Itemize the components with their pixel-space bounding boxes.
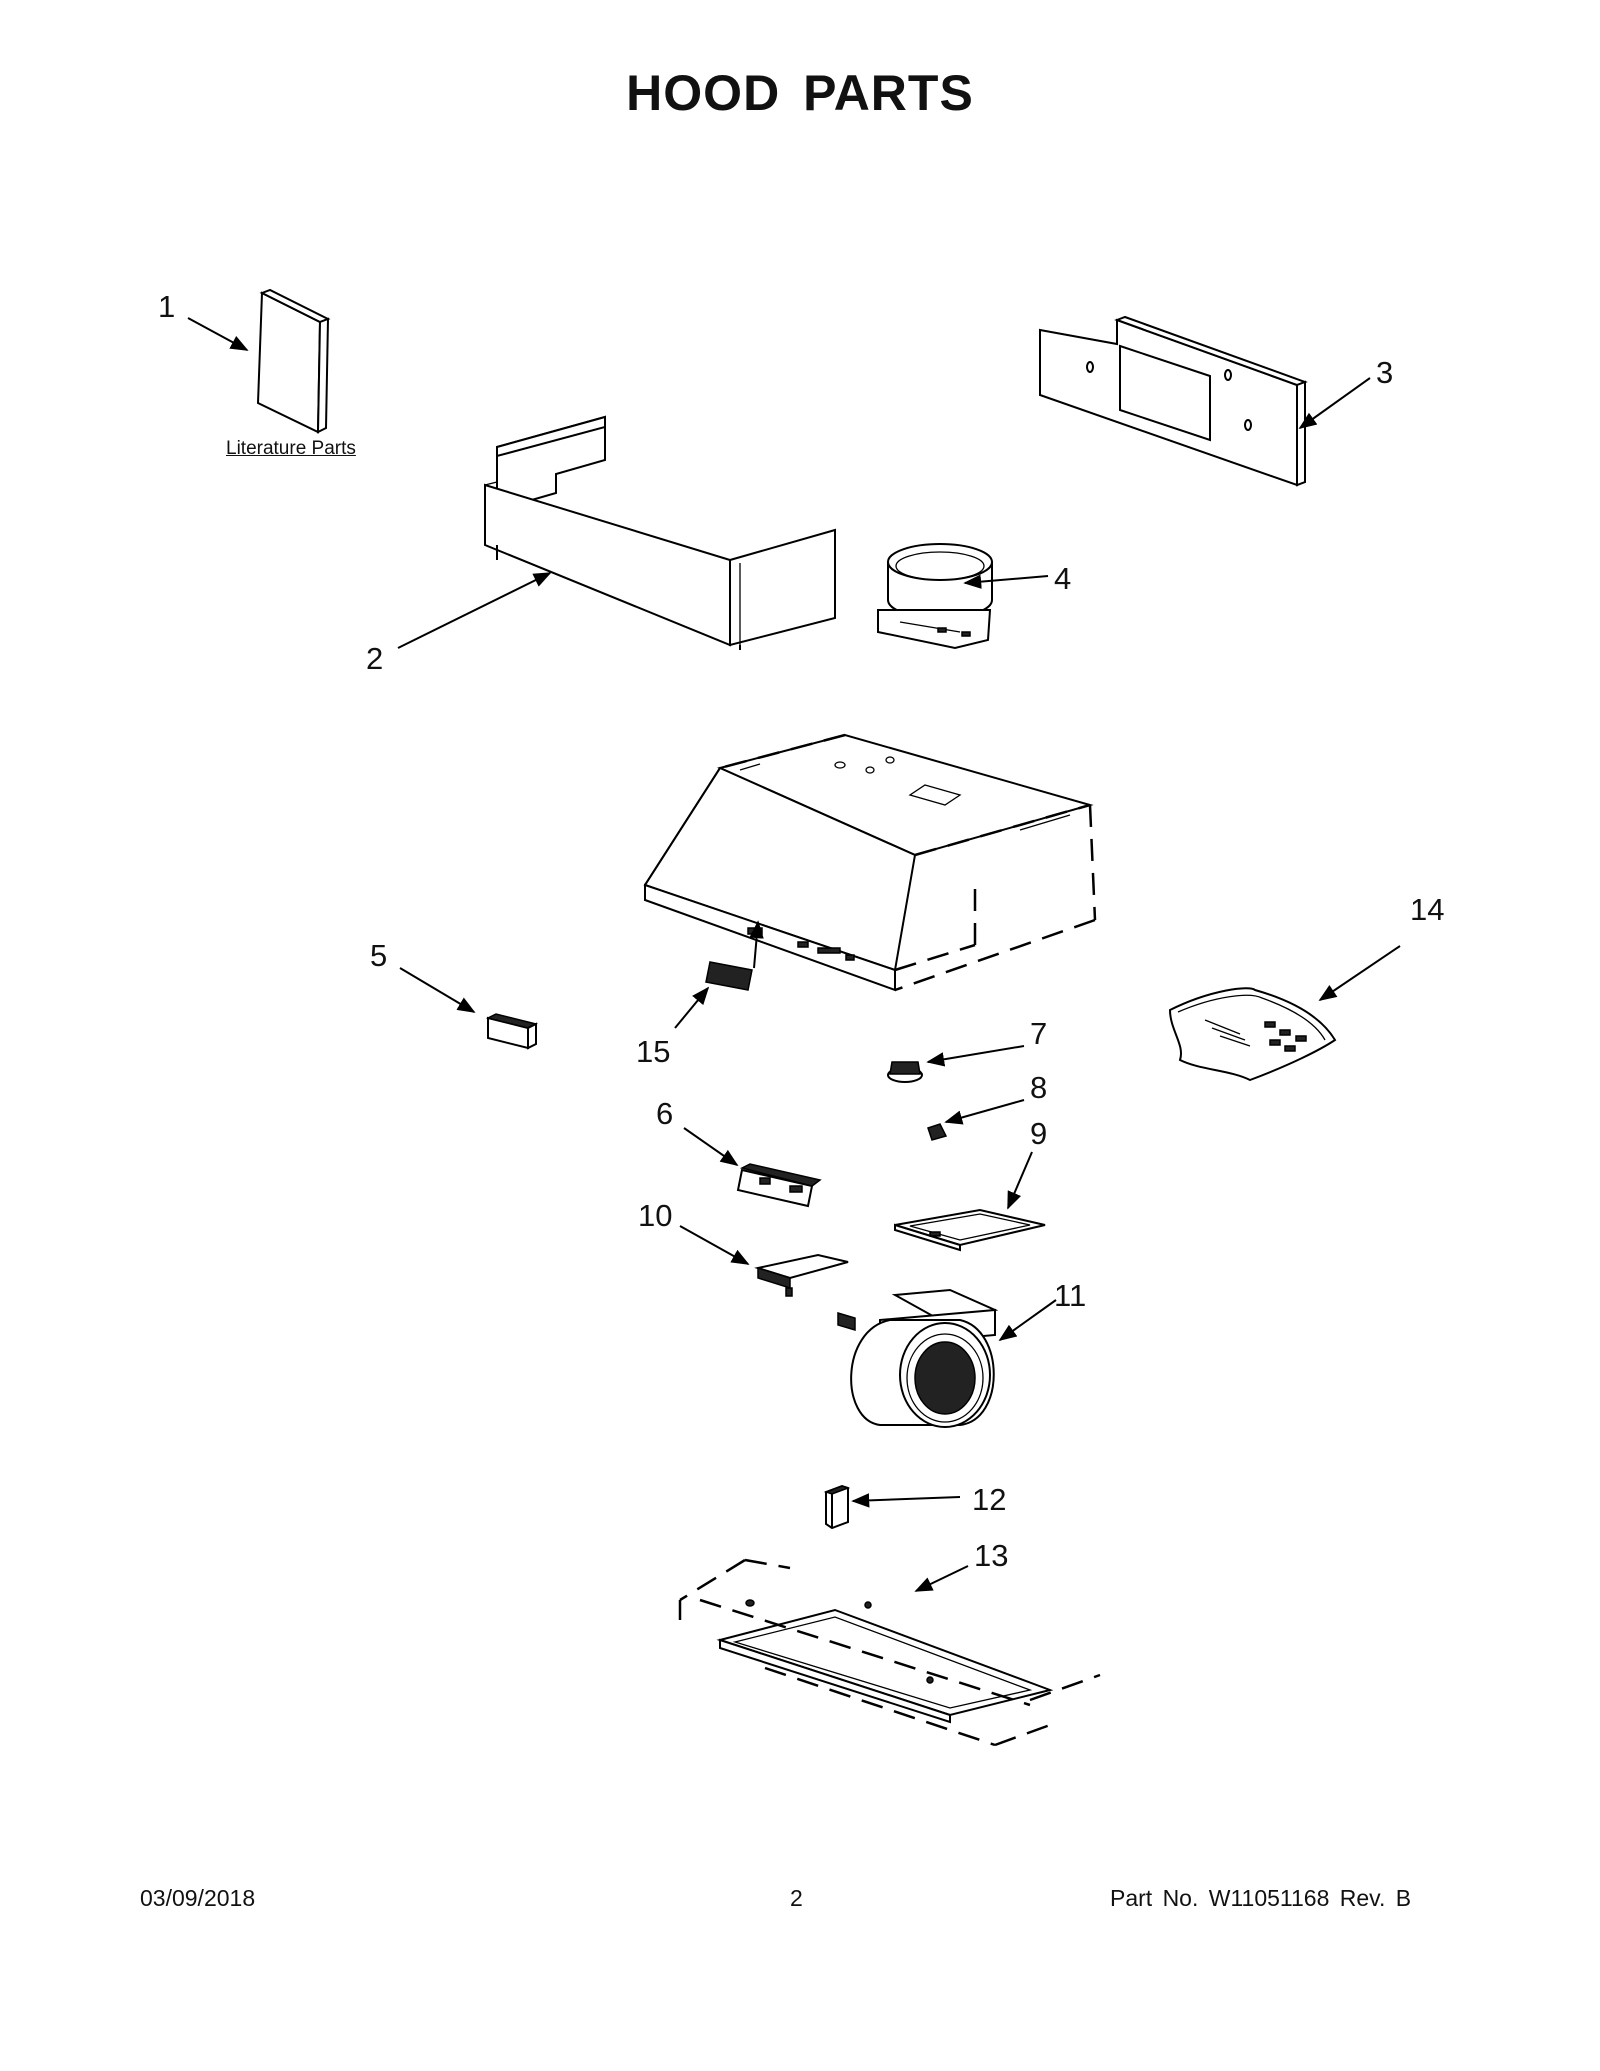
callout-5: 5 — [370, 938, 388, 973]
leader-arrows — [187, 317, 1401, 1592]
callout-12: 12 — [972, 1482, 1007, 1517]
callout-10: 10 — [638, 1198, 673, 1233]
part-3-wall-plate — [1039, 315, 1308, 487]
part-9-grease-filter — [894, 1208, 1046, 1252]
callout-15: 15 — [636, 1034, 671, 1069]
callout-9: 9 — [1030, 1116, 1048, 1151]
callout-1: 1 — [158, 289, 176, 324]
part-14-instructions-bag — [1168, 987, 1337, 1082]
callout-7: 7 — [1030, 1016, 1048, 1051]
callout-14: 14 — [1410, 892, 1445, 927]
part-15-label — [705, 961, 753, 991]
part-11-blower — [837, 1288, 999, 1428]
part-5-lamp — [485, 1013, 539, 1050]
part-7-knob — [887, 1061, 923, 1083]
part-1-literature-booklet — [256, 288, 331, 434]
footer-date: 03/09/2018 — [140, 1885, 256, 1911]
callout-13: 13 — [974, 1538, 1009, 1573]
part-4-damper-collar — [877, 543, 993, 650]
callout-2: 2 — [366, 641, 384, 676]
part-12-capacitor — [823, 1484, 851, 1530]
part-13-bottom-panel — [678, 1558, 1101, 1747]
part-2-duct-cover — [484, 415, 836, 650]
part-8-cap — [927, 1123, 948, 1141]
callout-11: 11 — [1054, 1278, 1087, 1313]
literature-parts-label: Literature Parts — [226, 438, 356, 459]
footer-page-number: 2 — [790, 1885, 803, 1911]
part-6-switch-board — [736, 1163, 822, 1208]
page-title: HOOD PARTS — [626, 65, 974, 121]
hood-body — [643, 733, 1097, 992]
footer-part-number: Part No. W11051168 Rev. B — [1110, 1885, 1412, 1911]
callout-4: 4 — [1054, 561, 1072, 596]
part-10-control-board — [754, 1253, 849, 1297]
callout-3: 3 — [1376, 355, 1394, 390]
callout-6: 6 — [656, 1096, 674, 1131]
callout-8: 8 — [1030, 1070, 1048, 1105]
